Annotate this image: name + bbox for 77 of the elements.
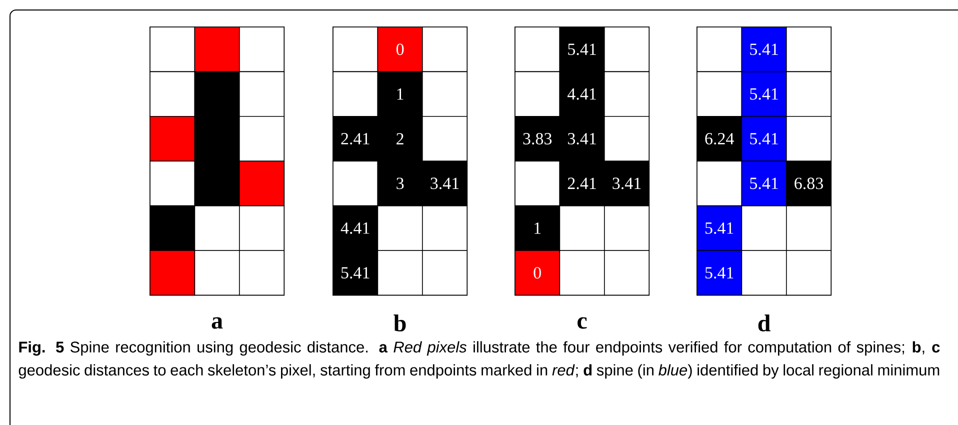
pixel-cell <box>150 160 196 206</box>
pixel-cell <box>422 205 468 251</box>
pixel-cell: 3.41 <box>559 116 605 162</box>
figure-caption: Fig. 5 Spine recognition using geodesic distance. a Red pixels illustrate the four endpoints verified for computation of spines; b, c geodesic distances to each skeleton’s pixel, starting from endpoints marked in red; d spine (in blue) identified by local regional minimum <box>18 341 940 379</box>
pixel-cell <box>332 160 378 206</box>
pixel-cell <box>422 71 468 117</box>
pixel-cell: 2 <box>377 116 423 162</box>
pixel-cell <box>150 250 196 296</box>
pixel-cell <box>514 71 560 117</box>
pixel-cell: 5.41 <box>559 26 605 72</box>
pixel-cell: 5.41 <box>741 116 787 162</box>
pixel-cell <box>332 71 378 117</box>
pixel-cell <box>377 205 423 251</box>
pixel-cell: 1 <box>514 205 560 251</box>
pixel-cell <box>741 205 787 251</box>
pixel-cell <box>741 250 787 296</box>
pixel-cell: 2.41 <box>332 116 378 162</box>
pixel-cell <box>194 26 240 72</box>
pixel-cell <box>422 116 468 162</box>
pixel-cell <box>786 205 832 251</box>
pixel-cell <box>194 250 240 296</box>
pixel-cell: 4.41 <box>559 71 605 117</box>
pixel-cell: 0 <box>377 26 423 72</box>
pixel-cell <box>696 160 742 206</box>
panel-label: d <box>758 314 770 332</box>
pixel-cell: 3.83 <box>514 116 560 162</box>
pixel-cell <box>514 160 560 206</box>
pixel-cell <box>194 160 240 206</box>
pixel-cell <box>422 250 468 296</box>
pixel-cell <box>150 26 196 72</box>
pixel-cell: 3.41 <box>604 160 650 206</box>
pixel-cell: 5.41 <box>741 71 787 117</box>
pixel-cell <box>150 116 196 162</box>
pixel-cell <box>422 26 468 72</box>
pixel-cell: 3 <box>377 160 423 206</box>
pixel-cell <box>696 26 742 72</box>
pixel-cell <box>239 205 284 251</box>
pixel-cell <box>786 250 832 296</box>
pixel-cell <box>377 250 423 296</box>
pixel-cell <box>332 26 378 72</box>
panel-label: c <box>578 317 587 329</box>
pixel-cell <box>239 116 284 162</box>
panel-label: b <box>394 314 406 332</box>
pixel-cell <box>696 71 742 117</box>
pixel-cell <box>239 160 284 206</box>
panel-label: a <box>212 317 223 329</box>
pixel-cell <box>150 205 196 251</box>
pixel-cell <box>239 250 284 296</box>
pixel-cell <box>604 250 650 296</box>
pixel-cell <box>194 116 240 162</box>
pixel-cell: 4.41 <box>332 205 378 251</box>
pixel-cell: 5.41 <box>696 205 742 251</box>
pixel-cell: 6.83 <box>786 160 832 206</box>
pixel-cell: 0 <box>514 250 560 296</box>
pixel-cell <box>604 205 650 251</box>
pixel-cell: 5.41 <box>332 250 378 296</box>
pixel-cell <box>559 250 605 296</box>
pixel-cell <box>604 26 650 72</box>
pixel-cell <box>239 71 284 117</box>
pixel-cell <box>604 116 650 162</box>
pixel-cell: 5.41 <box>741 160 787 206</box>
pixel-cell <box>786 26 832 72</box>
pixel-cell <box>239 26 284 72</box>
pixel-cell: 5.41 <box>696 250 742 296</box>
pixel-cell <box>194 205 240 251</box>
pixel-cell: 3.41 <box>422 160 468 206</box>
pixel-cell <box>786 116 832 162</box>
pixel-cell <box>194 71 240 117</box>
pixel-cell <box>514 26 560 72</box>
pixel-cell <box>150 71 196 117</box>
pixel-cell: 1 <box>377 71 423 117</box>
pixel-cell: 6.24 <box>696 116 742 162</box>
pixel-cell <box>604 71 650 117</box>
pixel-cell <box>559 205 605 251</box>
pixel-cell: 2.41 <box>559 160 605 206</box>
pixel-cell <box>786 71 832 117</box>
pixel-cell: 5.41 <box>741 26 787 72</box>
